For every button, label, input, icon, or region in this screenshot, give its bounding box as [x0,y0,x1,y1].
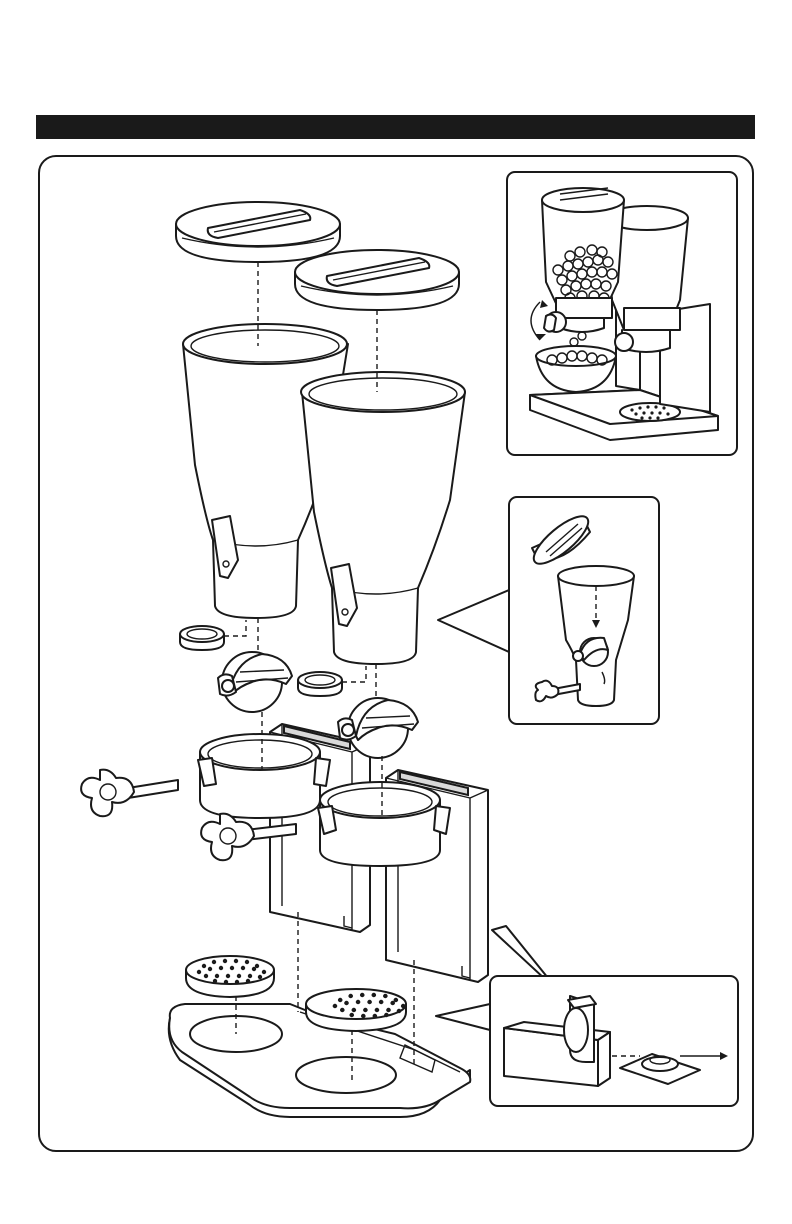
drip-tray-left [186,956,274,997]
paddle-wheel-left [218,652,292,712]
seal-ring-right [298,672,342,696]
knob-left [81,770,178,817]
lid-left [176,202,340,262]
inset-tray-removal [490,976,738,1106]
holder-ring-right [318,782,450,866]
seal-ring-left [180,626,224,650]
lid-right [295,250,459,310]
inset-container-assembly [509,497,659,724]
inset-assembled-dispenser [507,172,737,455]
drip-tray-right [306,989,406,1031]
holder-ring-left [198,734,330,818]
